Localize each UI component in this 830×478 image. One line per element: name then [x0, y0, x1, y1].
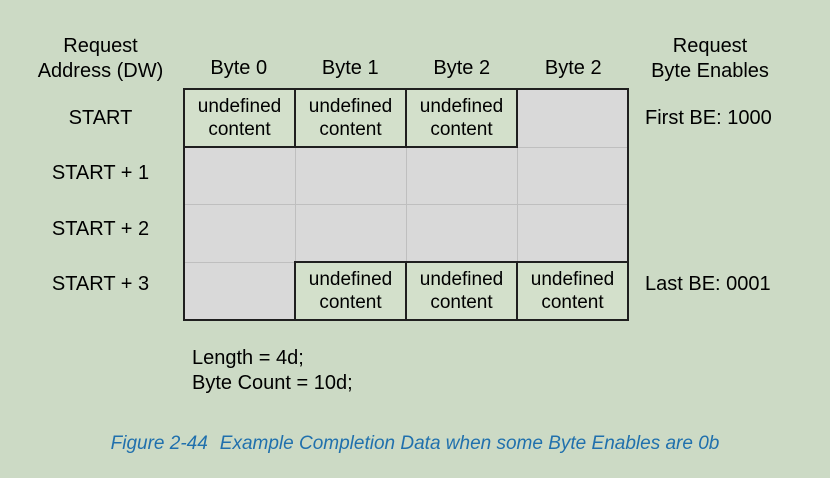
first-be-annotation: First BE: 1000: [645, 107, 772, 129]
cell-start1-byte0: [183, 146, 296, 205]
parameter-notes: Length = 4d; Byte Count = 10d;: [192, 346, 353, 396]
row-label-start-3: START + 3: [51, 273, 150, 295]
cell-start2-byte0: [183, 204, 296, 263]
row-label-start-1: START + 1: [51, 162, 150, 184]
column-header-byte1: Byte 1: [321, 57, 379, 79]
column-header-byte2: Byte 2: [433, 57, 491, 79]
cell-start-byte2: undefined content: [405, 88, 518, 148]
column-header-byte0: Byte 0: [210, 57, 268, 79]
table-row-start: undefined content undefined content unde…: [183, 88, 629, 148]
figure-caption: Figure 2-44 Example Completion Data when …: [0, 433, 830, 455]
request-byte-enables-header-line1: Request: [672, 35, 748, 57]
column-headers: Byte 0 Byte 1 Byte 2 Byte 2: [183, 57, 629, 80]
cell-start3-byte2: undefined content: [405, 261, 518, 321]
cell-start-byte3: [516, 88, 629, 148]
request-byte-enables-header-line2: Byte Enables: [651, 60, 769, 82]
length-note: Length = 4d;: [192, 347, 304, 369]
byte-count-note: Byte Count = 10d;: [192, 372, 353, 394]
completion-data-table: undefined content undefined content unde…: [183, 88, 629, 321]
cell-start-byte0: undefined content: [183, 88, 296, 148]
column-header-byte2b: Byte 2: [544, 57, 602, 79]
request-address-header: Request Address (DW): [8, 34, 193, 84]
request-address-header-line2: Address (DW): [37, 60, 164, 82]
figure-caption-label: Figure 2-44: [110, 433, 208, 454]
table-row-start-1: [183, 146, 629, 205]
row-label-start-2: START + 2: [51, 218, 150, 240]
cell-start1-byte2: [405, 146, 518, 205]
cell-start-byte1: undefined content: [294, 88, 407, 148]
cell-start3-byte1: undefined content: [294, 261, 407, 321]
table-row-start-3: undefined content undefined content unde…: [183, 261, 629, 321]
last-be-annotation: Last BE: 0001: [645, 273, 771, 295]
row-label-start: START: [68, 107, 133, 129]
cell-start2-byte1: [294, 204, 407, 263]
cell-start1-byte3: [516, 146, 629, 205]
request-address-header-line1: Request: [63, 35, 138, 57]
cell-start3-byte3: undefined content: [516, 261, 629, 321]
cell-start2-byte3: [516, 204, 629, 263]
cell-start1-byte1: [294, 146, 407, 205]
table-row-start-2: [183, 204, 629, 263]
cell-start2-byte2: [405, 204, 518, 263]
cell-start3-byte0: [183, 261, 296, 321]
request-byte-enables-header: Request Byte Enables: [620, 34, 800, 84]
figure-caption-title: Example Completion Data when some Byte E…: [219, 433, 720, 454]
